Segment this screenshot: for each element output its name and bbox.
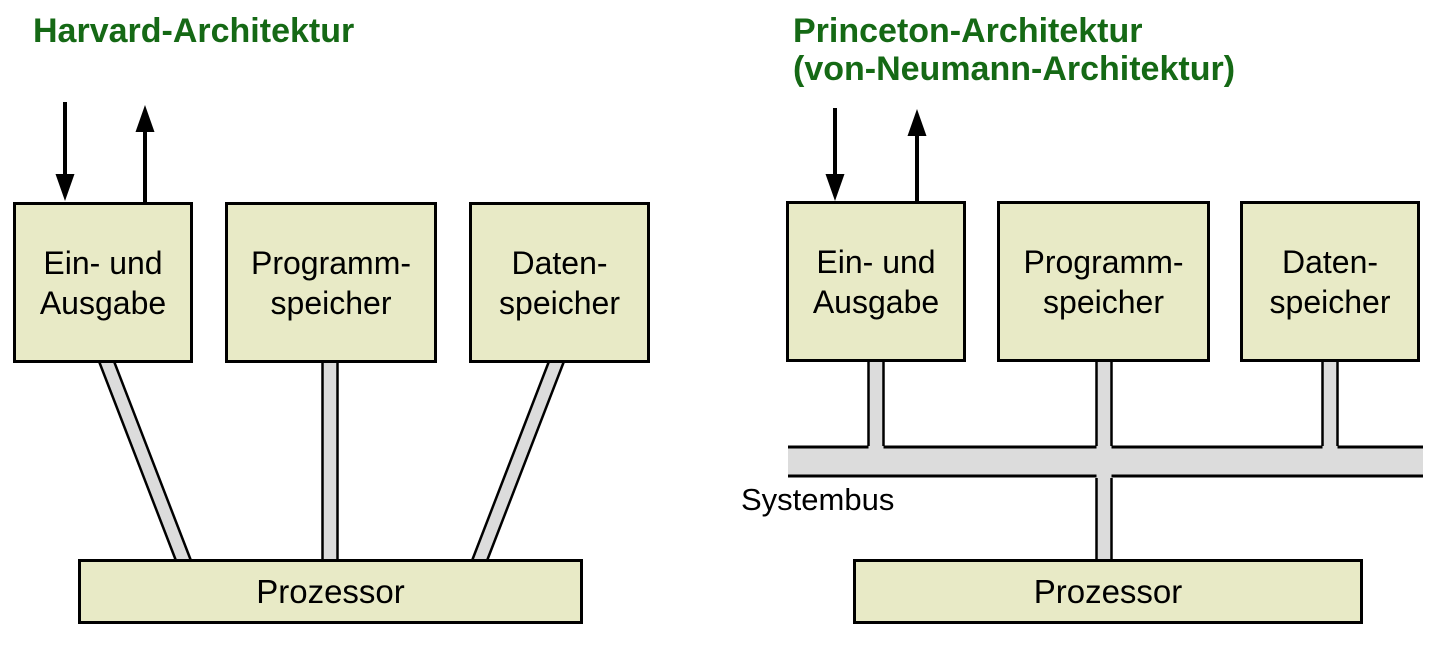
- systembus-label: Systembus: [741, 482, 895, 517]
- node-label-line: Ein- und: [43, 244, 163, 281]
- right-connector-bus-processor: [1095, 470, 1113, 562]
- left-input-arrow-icon: [55, 102, 75, 201]
- harvard-title: Harvard-Architektur: [33, 12, 355, 50]
- node-label-line: Programm-: [1023, 243, 1184, 280]
- right-node-programmspeicher: Programm- speicher: [997, 201, 1210, 362]
- node-label-line: Daten-: [1281, 243, 1379, 280]
- right-node-ein-und-ausgabe: Ein- und Ausgabe: [786, 201, 966, 362]
- node-label-line: Prozessor: [256, 572, 405, 610]
- node-label-line: Programm-: [250, 244, 411, 281]
- right-output-arrow-icon: [907, 109, 927, 203]
- right-connector-program-bus: [1095, 360, 1113, 452]
- left-connector-data-processor: [470, 359, 566, 563]
- node-label-line: speicher: [499, 284, 620, 321]
- left-node-datenspeicher: Daten- speicher: [469, 202, 650, 363]
- princeton-title-line1: Princeton-Architektur: [793, 12, 1143, 50]
- node-label-line: Ausgabe: [812, 283, 940, 320]
- left-connector-program-processor: [321, 360, 339, 562]
- right-connector-data-bus: [1321, 360, 1339, 452]
- node-label-line: Prozessor: [1033, 572, 1183, 610]
- left-node-programmspeicher: Programm- speicher: [225, 202, 437, 363]
- princeton-title-line2: (von-Neumann-Architektur): [793, 50, 1236, 88]
- right-input-arrow-icon: [825, 108, 845, 201]
- left-connector-io-processor: [97, 359, 193, 563]
- right-node-datenspeicher: Daten- speicher: [1240, 201, 1420, 362]
- left-node-ein-und-ausgabe: Ein- und Ausgabe: [13, 202, 193, 363]
- right-connector-io-bus: [867, 360, 885, 452]
- left-output-arrow-icon: [135, 105, 155, 203]
- node-label-line: speicher: [1043, 283, 1164, 320]
- right-node-prozessor: Prozessor: [853, 559, 1363, 624]
- node-label-line: Daten-: [511, 244, 608, 281]
- node-label-line: Ein- und: [816, 243, 936, 280]
- node-label-line: Ausgabe: [39, 284, 167, 321]
- node-label-line: speicher: [270, 284, 392, 321]
- node-label-line: speicher: [1269, 283, 1391, 320]
- left-node-prozessor: Prozessor: [78, 559, 583, 624]
- princeton-title: Princeton-Architektur (von-Neumann-Archi…: [793, 12, 1235, 88]
